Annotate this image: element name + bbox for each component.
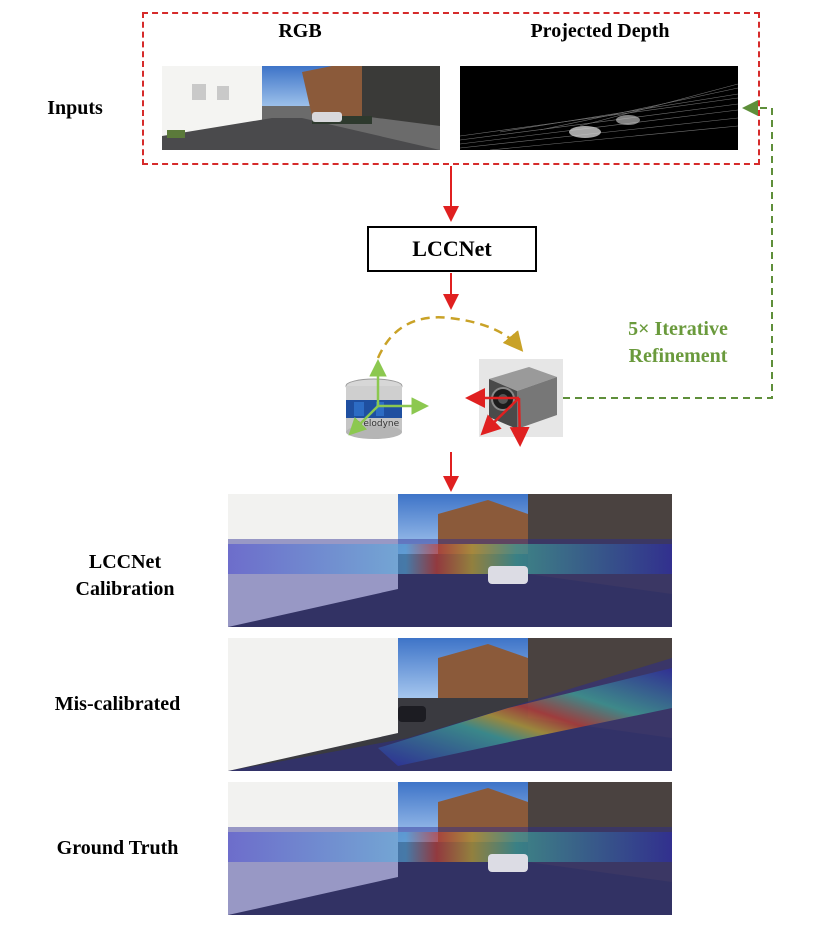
- lidar-brand-text: velodyne: [358, 419, 400, 429]
- rgb-title: RGB: [278, 20, 322, 42]
- output-label-mis-calibrated: Mis-calibrated: [54, 693, 181, 715]
- rgb-input-image: [162, 66, 440, 150]
- lccnet-network-box: LCCNet: [367, 226, 537, 272]
- refinement-label-line1: 5× Iterative: [628, 318, 728, 340]
- inputs-dashed-box: [142, 12, 760, 165]
- projected-depth-title: Projected Depth: [530, 20, 670, 42]
- output-label-ground-truth: Ground Truth: [56, 837, 179, 859]
- lidar-axes: [348, 359, 429, 436]
- output-label-lccnet-calibration-line2: Calibration: [75, 578, 175, 600]
- camera-axes: [465, 388, 530, 447]
- refinement-label-line2: Refinement: [628, 345, 728, 367]
- iterative-refinement-loop: [563, 100, 773, 399]
- output-label-lccnet-calibration-line1: LCCNet: [88, 551, 162, 573]
- projected-depth-input-image: [460, 66, 738, 150]
- output-image-ground-truth: [228, 782, 672, 915]
- inputs-row-label: Inputs: [47, 97, 103, 119]
- rotation-arc: [376, 316, 524, 359]
- output-image-mis-calibrated: [228, 638, 672, 771]
- output-image-lccnet-calibration: [228, 494, 672, 627]
